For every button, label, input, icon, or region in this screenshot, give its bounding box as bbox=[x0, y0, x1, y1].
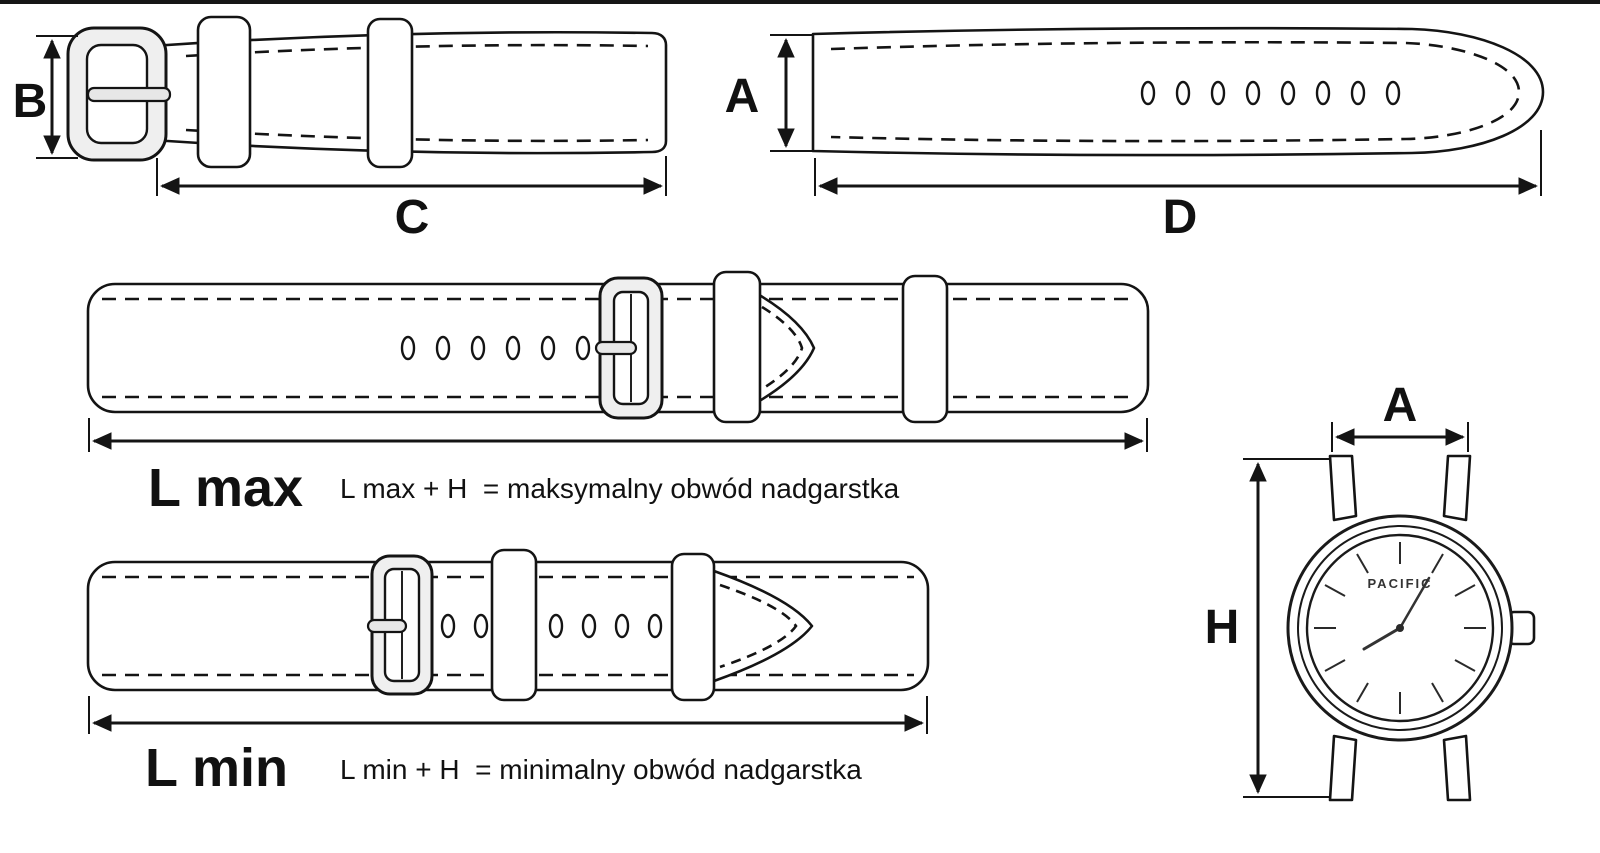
strap-hole bbox=[505, 335, 521, 361]
minute-hand bbox=[1398, 576, 1431, 630]
strap-hole bbox=[540, 335, 556, 361]
strap-holes bbox=[440, 613, 663, 639]
buckle bbox=[594, 276, 664, 420]
strap-hole bbox=[440, 613, 456, 639]
strap-hole bbox=[1280, 80, 1296, 106]
lmin-strap-diagram: L min L min + H = minimalny obwód nadgar… bbox=[86, 548, 930, 798]
dimension-label-a-watch: A bbox=[1383, 379, 1418, 432]
keeper-loop bbox=[196, 15, 252, 169]
short-strap-stitch-top bbox=[185, 43, 649, 58]
strap-hole bbox=[1385, 80, 1401, 106]
dimension-label-h-watch: H bbox=[1205, 601, 1240, 654]
strap-hole bbox=[1350, 80, 1366, 106]
lmin-formula: L min + H = minimalny obwód nadgarstka bbox=[340, 754, 862, 785]
buckle bbox=[366, 554, 434, 696]
strap-hole bbox=[473, 613, 489, 639]
dimension-a-strap: A bbox=[725, 34, 812, 152]
short-strap-diagram bbox=[66, 15, 668, 169]
watch-diagram: PACIFIC A H bbox=[1205, 379, 1536, 802]
watch-brand: PACIFIC bbox=[1367, 576, 1432, 591]
watch-lug bbox=[1328, 734, 1358, 802]
keeper-loop bbox=[712, 270, 762, 424]
short-strap-stitch-bottom bbox=[185, 128, 649, 143]
long-strap-stitch bbox=[830, 40, 1521, 143]
strap-hole bbox=[647, 613, 663, 639]
strap-hole bbox=[581, 613, 597, 639]
strap-hole bbox=[435, 335, 451, 361]
dimension-label-d: D bbox=[1163, 191, 1198, 244]
strap-hole bbox=[470, 335, 486, 361]
dimension-d: D bbox=[814, 130, 1542, 244]
lmax-formula: L max + H = maksymalny obwód nadgarstka bbox=[340, 473, 900, 504]
hour-hand bbox=[1362, 626, 1402, 651]
dimension-h-watch: H bbox=[1205, 458, 1330, 798]
strap-tip-stitch bbox=[761, 305, 804, 391]
strap-hole bbox=[548, 613, 564, 639]
dimension-b: B bbox=[13, 35, 78, 159]
dimension-lmin bbox=[88, 696, 928, 734]
watch-lug bbox=[1442, 734, 1472, 802]
keeper-loop bbox=[366, 17, 414, 169]
hands-center bbox=[1396, 624, 1404, 632]
buckle-prong bbox=[366, 618, 408, 634]
watch-hands bbox=[1362, 576, 1431, 651]
buckle-prong bbox=[86, 86, 172, 103]
strap-hole bbox=[1210, 80, 1226, 106]
keeper-loop bbox=[901, 274, 949, 424]
lmax-label: L max bbox=[148, 458, 303, 518]
strap-holes bbox=[1140, 80, 1401, 106]
buckle bbox=[66, 26, 172, 162]
strap-holes bbox=[400, 335, 591, 361]
watch-lug bbox=[1442, 454, 1472, 522]
strap-hole bbox=[400, 335, 416, 361]
strap-hole bbox=[575, 335, 591, 361]
dimension-c: C bbox=[156, 156, 667, 244]
strap-hole bbox=[1140, 80, 1156, 106]
dimension-label-b: B bbox=[13, 75, 48, 128]
strap-tip-stitch bbox=[719, 583, 798, 669]
buckle-prong bbox=[594, 340, 638, 356]
strap-tip-outline bbox=[712, 569, 814, 683]
lmax-strap-diagram: L max L max + H = maksymalny obwód nadga… bbox=[86, 270, 1150, 518]
strap-hole bbox=[614, 613, 630, 639]
watch-lug bbox=[1328, 454, 1358, 522]
strap-tip-outline bbox=[754, 291, 816, 405]
strap-tip bbox=[754, 291, 816, 405]
keeper-loop bbox=[670, 552, 716, 702]
dimension-a-watch: A bbox=[1331, 379, 1469, 452]
strap-hole bbox=[1245, 80, 1261, 106]
dimension-label-a: A bbox=[725, 70, 760, 123]
top-border-line bbox=[0, 0, 1600, 4]
watch-hour-markers bbox=[1314, 542, 1486, 714]
strap-hole bbox=[1175, 80, 1191, 106]
keeper-loop bbox=[490, 548, 538, 702]
dimension-label-c: C bbox=[395, 191, 430, 244]
dimension-lmax bbox=[88, 418, 1148, 452]
strap-hole bbox=[1315, 80, 1331, 106]
lmin-label: L min bbox=[145, 738, 288, 798]
strap-tip bbox=[712, 569, 814, 683]
long-strap-diagram bbox=[811, 26, 1545, 157]
